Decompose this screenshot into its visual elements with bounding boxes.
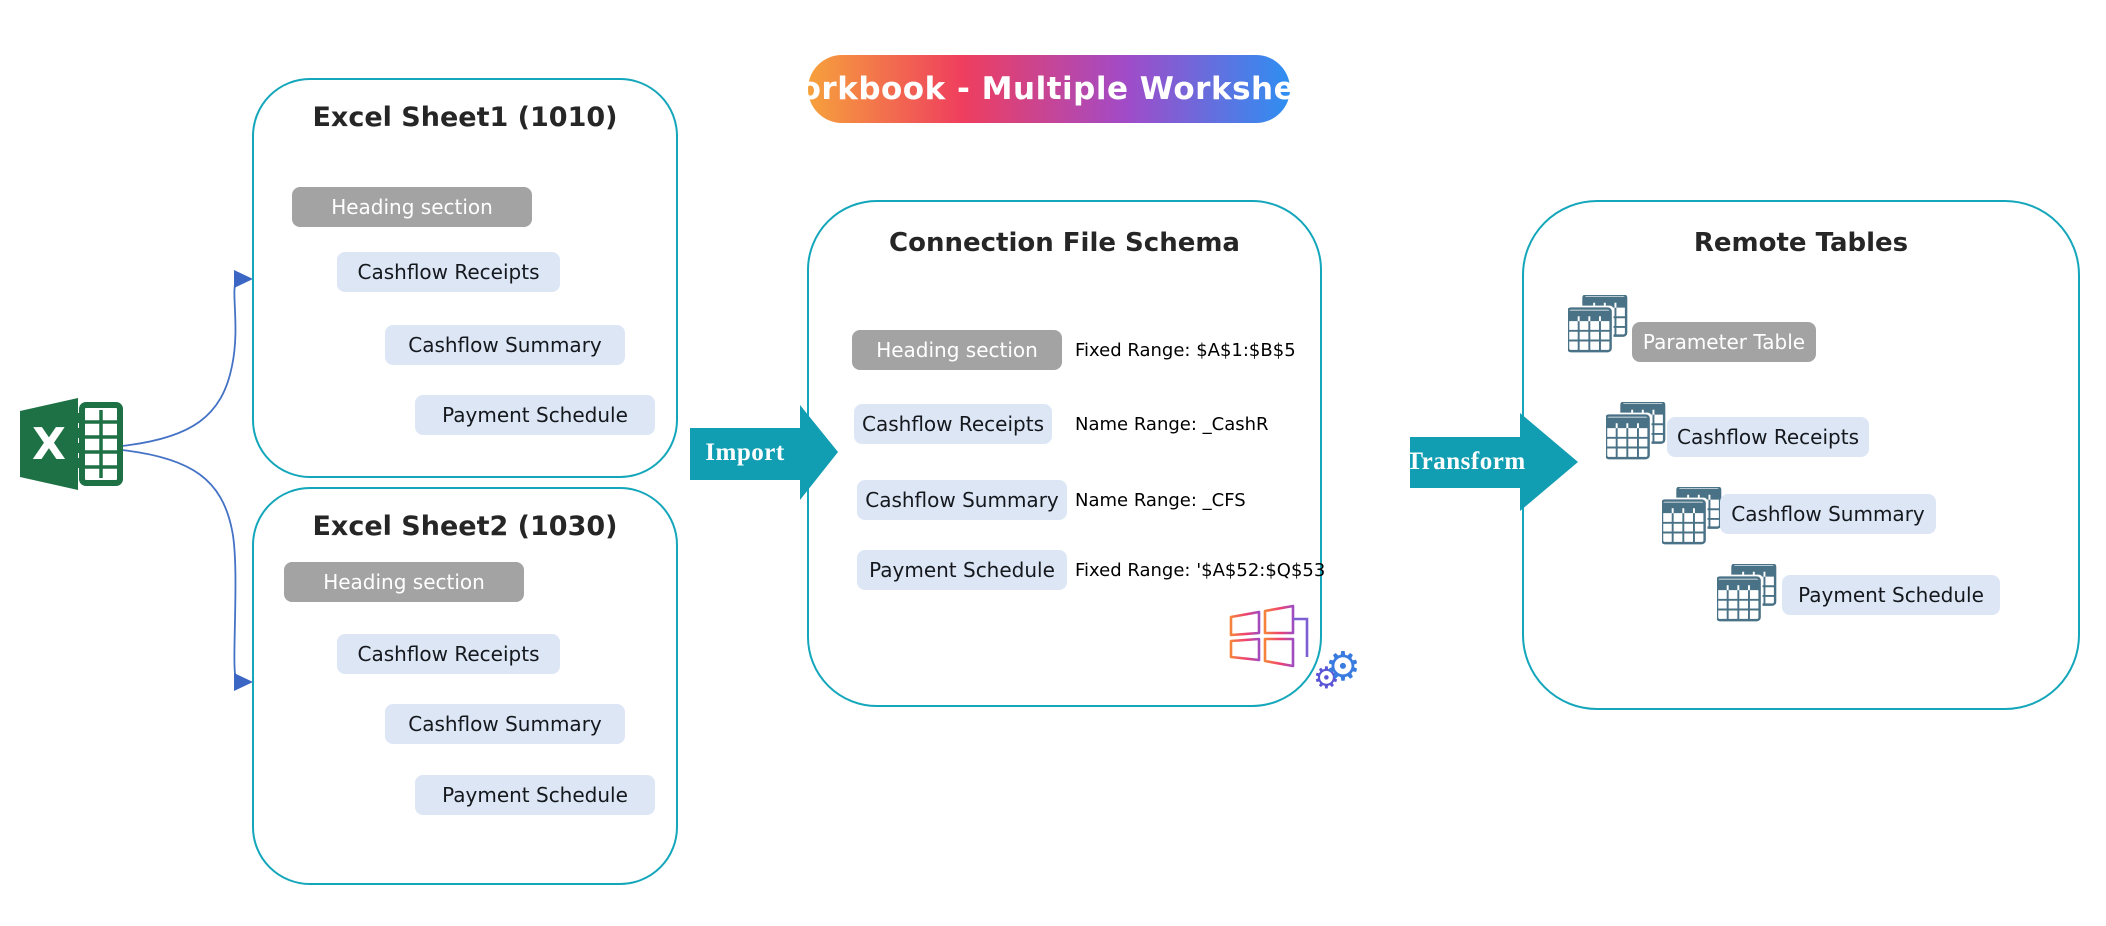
- remote-pill-payment-schedule: Payment Schedule: [1782, 575, 2000, 615]
- schema-pill-cashflow-receipts: Cashflow Receipts: [854, 404, 1052, 444]
- section-pill-cashflow-receipts: Cashflow Receipts: [337, 252, 560, 292]
- remote-pill-cashflow-receipts: Cashflow Receipts: [1667, 417, 1869, 457]
- schema-pill-heading: Heading section: [852, 330, 1062, 370]
- arrowhead-up-icon: [234, 270, 253, 288]
- section-pill-heading: Heading section: [284, 562, 524, 602]
- panel-connection-file-schema: Connection File Schema Heading section F…: [807, 200, 1361, 707]
- panel-excel-sheet2: Excel Sheet2 (1030) Heading section Cash…: [252, 487, 678, 885]
- title-badge-label: Workbook - Multiple Worksheet: [766, 71, 1332, 107]
- section-pill-cashflow-summary: Cashflow Summary: [385, 704, 625, 744]
- gear-large-icon: ⚙: [1325, 644, 1361, 690]
- panel-title: Excel Sheet1 (1010): [312, 102, 618, 133]
- panel-title: Excel Sheet2 (1030): [312, 511, 618, 542]
- section-pill-payment-schedule: Payment Schedule: [415, 395, 655, 435]
- stacked-tables-icon: [1606, 402, 1666, 462]
- panel-title: Remote Tables: [1693, 228, 1909, 258]
- stacked-tables-icon: [1568, 295, 1628, 355]
- stacked-tables-icon: [1662, 487, 1722, 547]
- transform-arrow-label: Transform: [1406, 447, 1526, 475]
- schema-annotation: Fixed Range: '$A$52:$Q$53: [1075, 559, 1326, 581]
- section-pill-heading: Heading section: [292, 187, 532, 227]
- title-badge: Workbook - Multiple Worksheet: [766, 55, 1331, 123]
- import-arrow-label: Import: [705, 439, 785, 466]
- stacked-tables-icon: [1717, 564, 1777, 624]
- windows-icon: [1229, 604, 1295, 668]
- connector-curves: [121, 270, 253, 691]
- windows-gears-icon: ⚙ ⚙: [1217, 602, 1367, 697]
- schema-annotation: Name Range: _CashR: [1075, 413, 1269, 435]
- section-pill-cashflow-summary: Cashflow Summary: [385, 325, 625, 365]
- schema-pill-cashflow-summary: Cashflow Summary: [857, 480, 1067, 520]
- schema-annotation: Fixed Range: $A$1:$B$5: [1075, 339, 1296, 361]
- connector-line: [1293, 617, 1309, 657]
- arrowhead-down-icon: [234, 673, 253, 691]
- panel-excel-sheet1: Excel Sheet1 (1010) Heading section Cash…: [252, 78, 678, 478]
- schema-annotation: Name Range: _CFS: [1075, 489, 1246, 511]
- section-pill-cashflow-receipts: Cashflow Receipts: [337, 634, 560, 674]
- panel-remote-tables: Remote Tables Parameter Table Cashflow R…: [1522, 200, 2080, 710]
- excel-icon: X: [20, 396, 124, 492]
- excel-letter: X: [32, 419, 66, 470]
- remote-pill-parameter-table: Parameter Table: [1632, 322, 1816, 362]
- gear-small-icon: ⚙: [1313, 661, 1340, 696]
- schema-pill-payment-schedule: Payment Schedule: [857, 550, 1067, 590]
- panel-title: Connection File Schema: [889, 228, 1240, 258]
- remote-pill-cashflow-summary: Cashflow Summary: [1720, 494, 1936, 534]
- section-pill-payment-schedule: Payment Schedule: [415, 775, 655, 815]
